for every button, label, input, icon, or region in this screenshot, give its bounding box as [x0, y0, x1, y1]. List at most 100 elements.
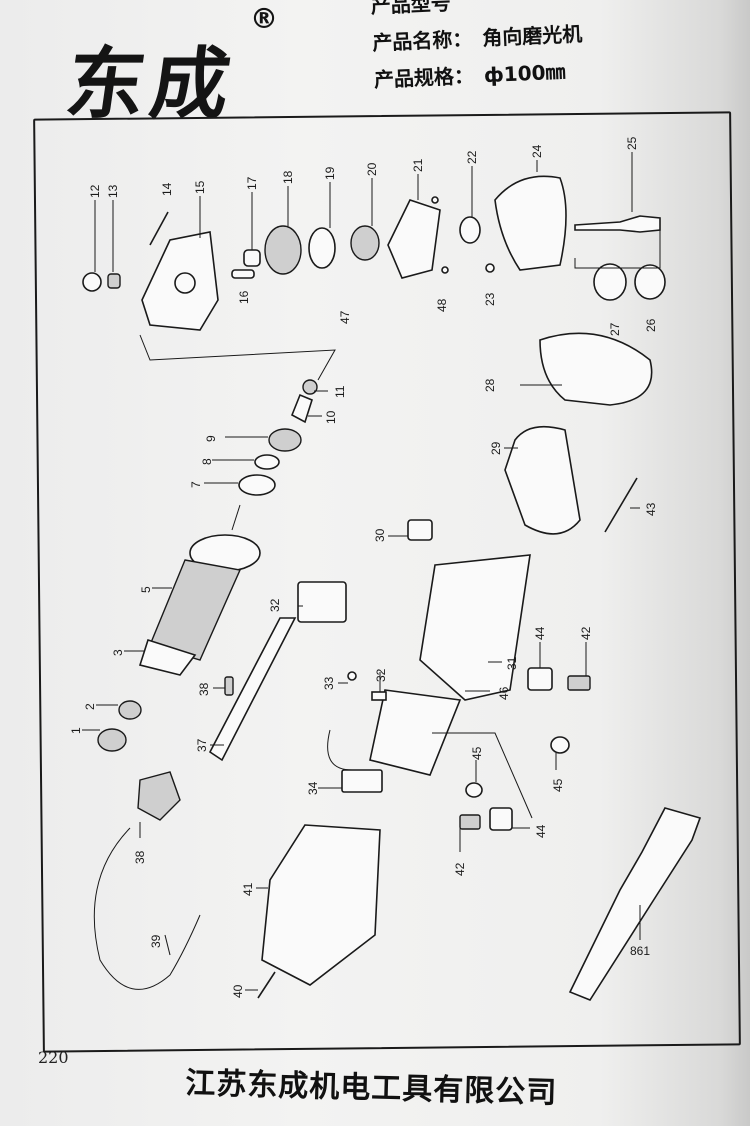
assembly-line: [432, 732, 533, 819]
label-43: 43: [644, 502, 658, 516]
label-5: 5: [139, 586, 153, 593]
part-43-screw: [604, 477, 638, 533]
part-35-switch: [297, 581, 347, 623]
label-39: 39: [149, 934, 163, 948]
label-38-cord-guard: 38: [133, 850, 147, 864]
label-15: 15: [193, 180, 207, 194]
part-37-switch-bar: [208, 617, 297, 762]
part-1-rubber-sleeve: [97, 728, 127, 752]
armature-shaft: [231, 504, 241, 531]
label-21: 21: [411, 158, 425, 172]
part-20-bearing: [350, 225, 380, 261]
part-39-power-cord: [93, 827, 201, 990]
label-31: 31: [505, 656, 519, 670]
part-45-spring-2: [465, 782, 483, 798]
label-19: 19: [323, 166, 337, 180]
part-32-cord-clamp: [371, 691, 387, 701]
page-number: 220: [38, 1048, 69, 1067]
part-8-washer: [254, 454, 280, 470]
label-37: 37: [195, 738, 209, 752]
part-40-screw: [257, 971, 276, 999]
assembly-line: [574, 230, 661, 269]
label-44-b: 44: [534, 824, 548, 838]
label-45-b: 45: [470, 746, 484, 760]
label-861: 861: [630, 944, 650, 958]
part-19-plate: [308, 227, 336, 269]
part-5-armature: [149, 559, 242, 661]
assembly-line: [139, 334, 336, 381]
label-9: 9: [204, 435, 218, 442]
label-7: 7: [189, 481, 203, 488]
capacitor-wire: [327, 729, 353, 771]
label-42-b: 42: [453, 862, 467, 876]
label-45: 45: [551, 778, 565, 792]
label-46: 46: [497, 686, 511, 700]
label-12: 12: [88, 184, 102, 198]
plug: [137, 771, 181, 821]
label-38-spring: 38: [197, 682, 211, 696]
part-33-screw: [347, 671, 357, 681]
part-11-nut: [302, 379, 318, 395]
label-32: 32: [374, 668, 388, 682]
part-12-lock-button-cap: [82, 272, 102, 292]
label-16: 16: [237, 290, 251, 304]
part-17-needle-bearing: [243, 249, 261, 267]
label-23: 23: [483, 292, 497, 306]
label-18: 18: [281, 170, 295, 184]
label-3: 3: [111, 649, 125, 656]
part-21-bearing-box: [387, 199, 441, 279]
part-10-pinion-gear: [290, 393, 313, 424]
label-24: 24: [530, 144, 544, 158]
label-11: 11: [333, 385, 347, 398]
label-44: 44: [533, 626, 547, 640]
part-27-inner-flange: [593, 263, 627, 301]
label-13: 13: [106, 184, 120, 198]
part-31-motor-housing: [419, 554, 531, 701]
label-8: 8: [200, 458, 214, 465]
label-35: 32: [268, 598, 282, 612]
part-13-spring: [107, 273, 121, 289]
part-44-brush-holder: [527, 667, 553, 691]
label-34: 34: [306, 781, 320, 795]
part-30-switch-lever: [407, 519, 433, 541]
part-22-felt-ring: [459, 216, 481, 244]
label-22: 22: [465, 150, 479, 164]
part-25-spindle: [574, 215, 661, 233]
label-10: 10: [324, 410, 338, 424]
label-14: 14: [160, 182, 174, 196]
label-47: 47: [338, 310, 352, 324]
housing-bore: [174, 272, 196, 294]
label-1: 1: [69, 727, 83, 734]
label-27: 27: [608, 322, 622, 336]
part-44-brush-holder-2: [489, 807, 513, 831]
part-24-wheel-guard: [494, 175, 567, 271]
part-23-screw: [485, 263, 495, 273]
part-18-spiral-bevel-gear: [264, 225, 302, 275]
part-9-bearing: [268, 428, 302, 452]
label-41: 41: [241, 882, 255, 896]
part-46-handle: [369, 689, 462, 776]
part-861-pin-wrench: [568, 807, 702, 1001]
cord-group: [93, 771, 381, 999]
part-26-lock-nut: [634, 264, 666, 300]
label-26: 26: [644, 318, 658, 332]
part-45-spring: [550, 736, 570, 754]
part-14-screw: [149, 211, 169, 246]
label-48: 48: [435, 298, 449, 312]
part-7-baffle-ring: [238, 474, 276, 496]
part-42-carbon-brush-2: [459, 814, 481, 830]
label-30: 30: [373, 528, 387, 542]
part-16-pin: [231, 269, 255, 279]
label-29: 29: [489, 441, 503, 455]
armature-group: [97, 379, 318, 752]
part-48-screw: [441, 266, 449, 274]
housing-group: [208, 332, 653, 831]
part-47-screw: [431, 196, 439, 204]
gear-head-group: [82, 175, 666, 381]
label-17: 17: [245, 176, 259, 190]
label-33: 33: [322, 676, 336, 690]
label-28: 28: [483, 378, 497, 392]
part-3-commutator: [138, 638, 197, 676]
